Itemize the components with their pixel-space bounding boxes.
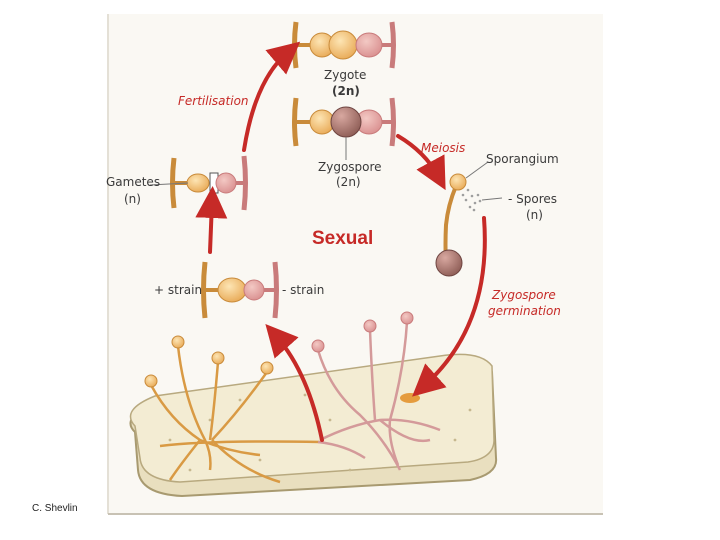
germination-label-line1: Zygospore xyxy=(492,288,556,302)
gametes-label: Gametes xyxy=(106,175,161,189)
spores-dots xyxy=(461,188,482,212)
fertilisation-arrow xyxy=(242,41,301,152)
gamete-arrow xyxy=(195,186,228,254)
zygospore-ploidy-label: (2n) xyxy=(336,175,361,189)
germination-label-line2: germination xyxy=(488,304,561,318)
cycle-arrows xyxy=(195,41,487,442)
pink-sporangia xyxy=(311,311,414,353)
plus-strain-label: + strain xyxy=(154,283,203,297)
orange-sporangia xyxy=(144,335,274,388)
spores-label: - Spores xyxy=(508,192,558,206)
minus-strain-label: - strain xyxy=(282,283,325,297)
zygote-ploidy-label: (2n) xyxy=(332,84,360,98)
fertilisation-label: Fertilisation xyxy=(178,94,249,108)
mating-arrow xyxy=(265,324,324,442)
spores-ploidy-label: (n) xyxy=(526,208,543,222)
meiosis-arrow xyxy=(396,134,446,191)
zygote-label: Zygote xyxy=(324,68,367,82)
strain-figure xyxy=(201,261,279,319)
sexual-title: Sexual xyxy=(312,228,374,249)
meiosis-label: Meiosis xyxy=(421,141,466,155)
orange-hyphae xyxy=(149,345,321,484)
credit-text: C. Shevlin xyxy=(32,503,78,514)
zygospore-figure xyxy=(292,97,396,160)
germination-arrow xyxy=(412,216,487,397)
sporangium-label: Sporangium xyxy=(486,152,559,166)
zygospore-label: Zygospore xyxy=(318,160,382,174)
sporangium-figure xyxy=(435,161,503,277)
gametes-ploidy-label: (n) xyxy=(124,192,141,206)
pink-hyphae xyxy=(316,321,441,471)
